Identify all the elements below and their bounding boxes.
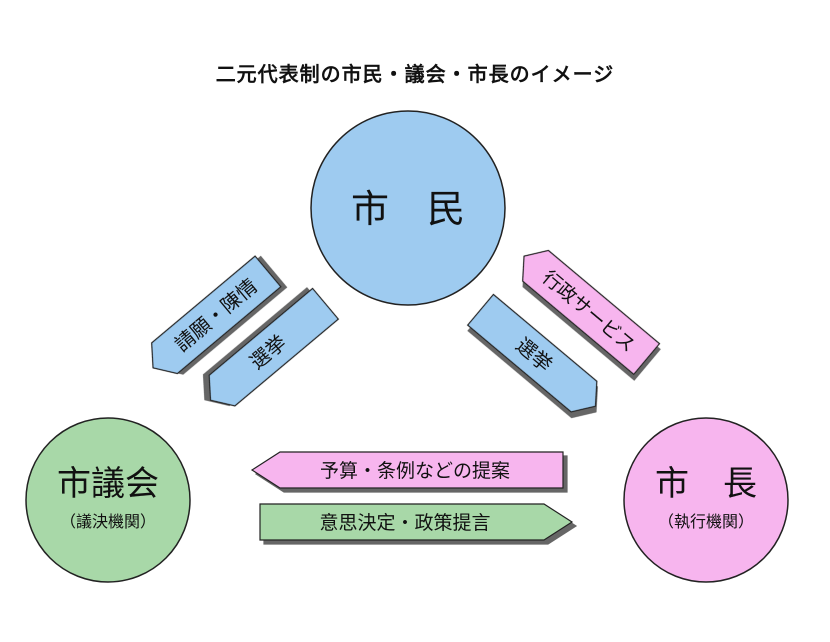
- decision-making-arrow-label: 意思決定・政策提言: [319, 512, 490, 534]
- diagram-title: 二元代表制の市民・議会・市長のイメージ: [215, 62, 615, 86]
- citizens-node: 市 民: [310, 110, 506, 306]
- budget-proposals-arrow-label: 予算・条例などの提案: [320, 460, 510, 482]
- admin-services-arrow-shape: [522, 249, 661, 376]
- election-mayor-arrow-shape: [466, 293, 598, 413]
- council-node: 市議会 （議決機関）: [25, 417, 191, 583]
- budget-proposals-arrow: 予算・条例などの提案: [250, 451, 564, 489]
- council-label: 市議会: [57, 464, 159, 504]
- mayor-label: 市 長: [655, 464, 757, 504]
- council-circle: [25, 417, 191, 583]
- mayor-node: 市 長 （執行機関）: [623, 417, 789, 583]
- election-council-arrow-shape: [208, 287, 340, 407]
- decision-making-arrow: 意思決定・政策提言: [259, 503, 574, 541]
- mayor-circle: [623, 417, 789, 583]
- council-sublabel: （議決機関）: [60, 512, 156, 531]
- decision-making-arrow-shape: [259, 503, 574, 541]
- mayor-sublabel: （執行機関）: [658, 512, 754, 531]
- budget-proposals-arrow-shape: [250, 451, 564, 489]
- citizens-label: 市 民: [351, 187, 465, 231]
- admin-services-arrow-label: 行政サービス: [538, 266, 639, 356]
- citizens-circle: [310, 110, 506, 306]
- petition-arrow: 請願・陳情: [151, 255, 282, 375]
- petition-arrow-shape: [151, 255, 282, 375]
